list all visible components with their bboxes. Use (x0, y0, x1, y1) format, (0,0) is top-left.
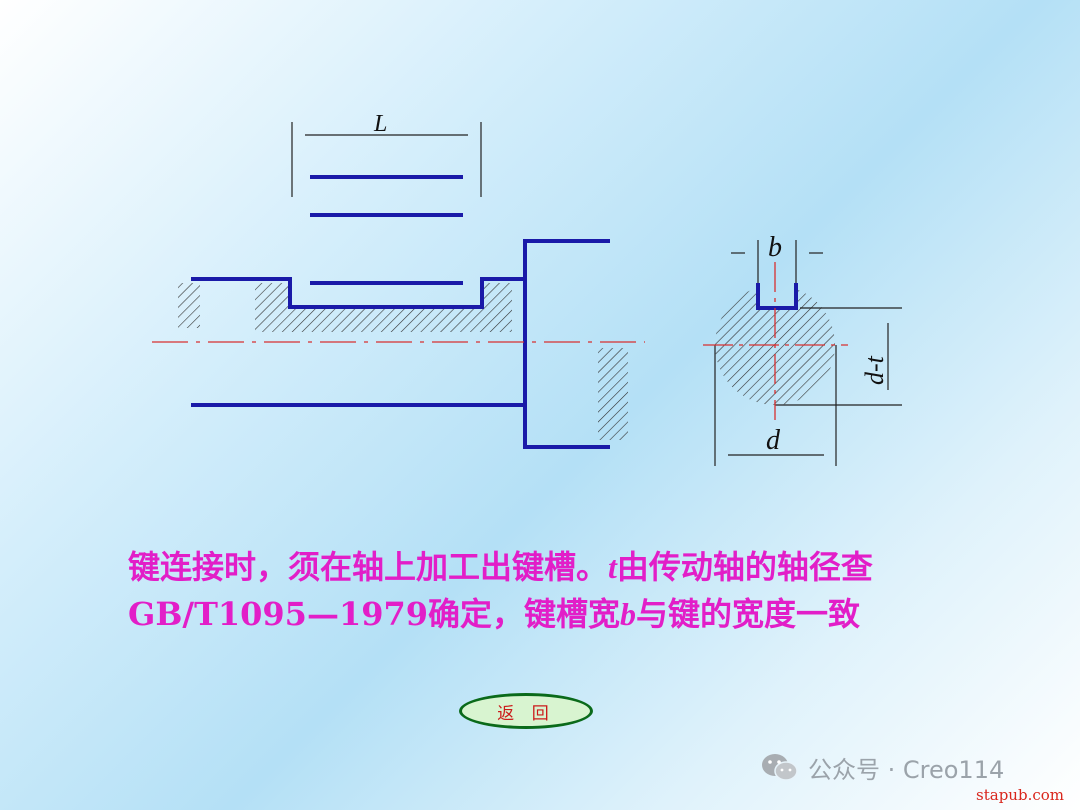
depth-label: d-t (860, 355, 889, 385)
hatch-keyway-floor (255, 283, 512, 332)
back-button[interactable]: 返 回 (459, 693, 593, 729)
diameter-label: d (766, 425, 781, 456)
wechat-icon (762, 754, 798, 781)
width-label: b (768, 232, 782, 263)
watermark: 公众号 · Creo114 (760, 752, 1005, 784)
shaft-cross-section: b d-t d (703, 232, 902, 466)
length-label: L (373, 111, 387, 137)
hatch-flange (598, 348, 628, 440)
caption-line-2: GB/T1095—1979确定，键槽宽b与键的宽度一致 (128, 595, 861, 633)
watermark-text: 公众号 · Creo114 (808, 755, 1005, 784)
keyway-slot-outline (756, 283, 798, 310)
shaft-longitudinal-view: L (152, 111, 645, 449)
site-label: stapub.com (976, 786, 1064, 804)
flange-outline (523, 239, 610, 449)
hatch-shaft-left (178, 283, 200, 328)
back-button-label: 返 回 (497, 703, 555, 724)
caption-text: 键连接时，须在轴上加工出键槽。t由传动轴的轴径查 GB/T1095—1979确定… (128, 544, 1028, 638)
caption-line-1: 键连接时，须在轴上加工出键槽。t由传动轴的轴径查 (128, 548, 873, 586)
shaft-top-outline (191, 277, 525, 309)
